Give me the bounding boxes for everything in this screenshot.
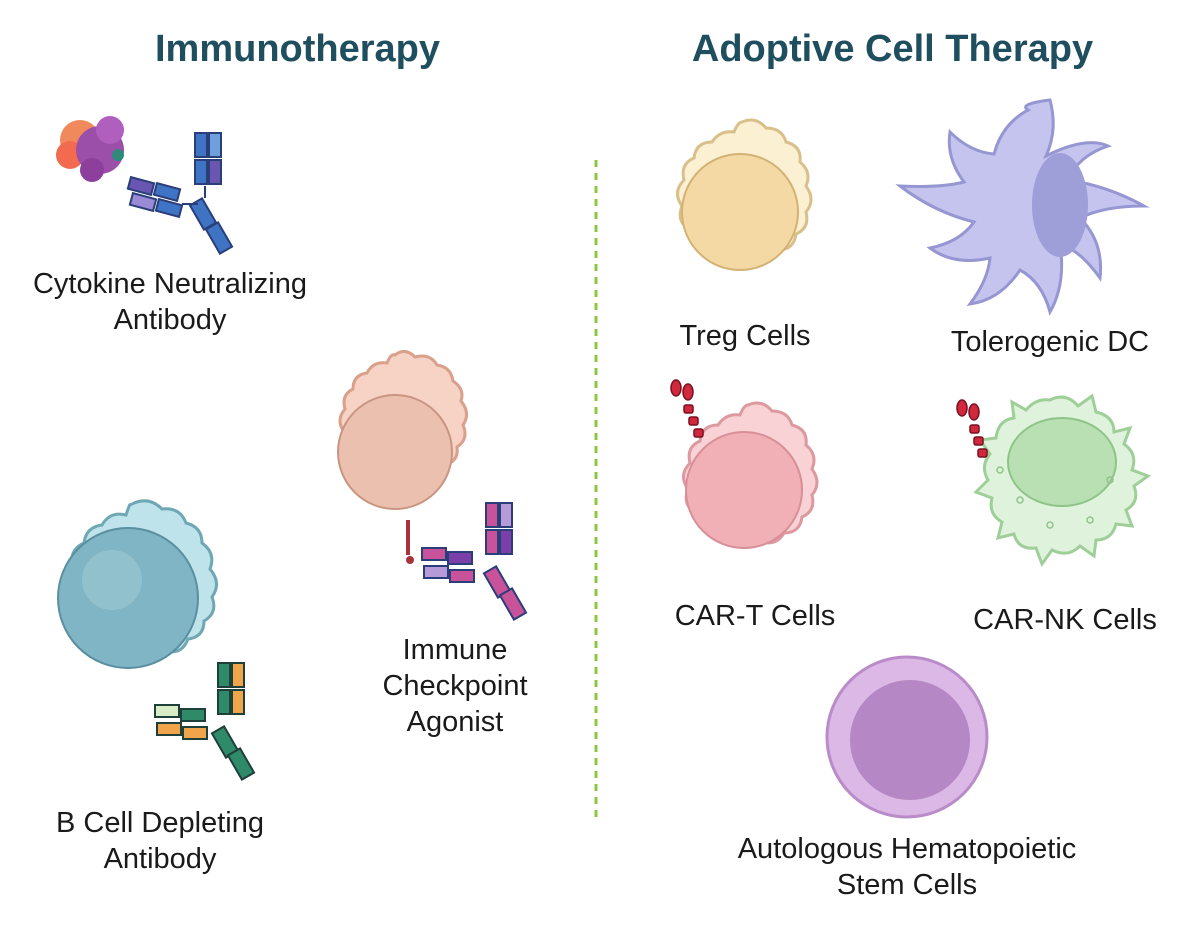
label-car-t-cells: CAR-T Cells xyxy=(674,600,836,632)
b-cell-antibody-icon xyxy=(154,662,256,781)
car-t-cell-icon xyxy=(682,401,819,549)
cytokine-antibody-icon xyxy=(126,132,234,255)
b-cell-icon xyxy=(57,499,218,669)
label-treg-cells: Treg Cells xyxy=(679,320,811,352)
stem-cell-icon xyxy=(825,655,989,819)
heading-immunotherapy: Immunotherapy xyxy=(154,28,441,70)
tolerogenic-dc-icon xyxy=(895,98,1150,316)
car-receptor-icon-t xyxy=(670,379,704,438)
car-receptor-icon-nk xyxy=(956,399,988,458)
label-car-nk-cells: CAR-NK Cells xyxy=(973,604,1157,636)
cytokine-protein-icon xyxy=(56,116,124,182)
car-nk-cell-icon xyxy=(973,393,1152,568)
checkpoint-t-cell-icon xyxy=(337,350,468,564)
label-tolerogenic-dc: Tolerogenic DC xyxy=(950,326,1150,358)
heading-adoptive-cell-therapy: Adoptive Cell Therapy xyxy=(691,28,1094,70)
treg-cell-icon xyxy=(676,118,813,271)
checkpoint-antibody-icon xyxy=(421,502,528,621)
